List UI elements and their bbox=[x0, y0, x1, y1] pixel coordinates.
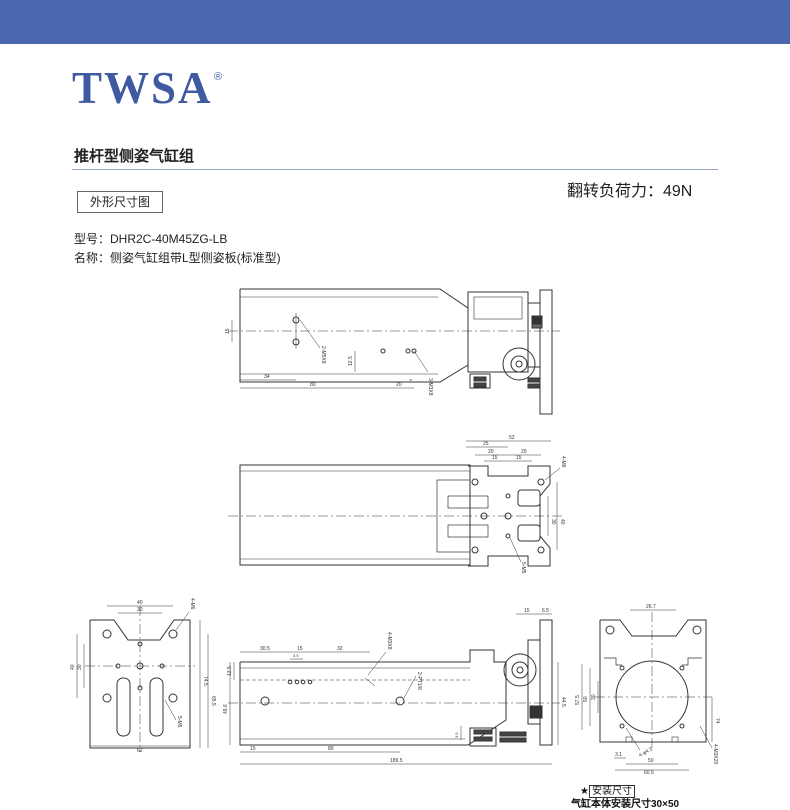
top-view: 15 2-M5X8 12.5 34 80 20 6 3-M3X8 bbox=[225, 288, 560, 415]
svg-text:40: 40 bbox=[70, 664, 76, 670]
svg-text:80: 80 bbox=[328, 746, 334, 752]
svg-text:32: 32 bbox=[337, 646, 343, 652]
svg-text:25: 25 bbox=[483, 441, 489, 447]
brand-logo: TWSA bbox=[72, 63, 213, 113]
left-view: 40 30 4-M6 30 40 74.5 65.5 62 5-M5 bbox=[70, 598, 216, 754]
svg-text:20: 20 bbox=[521, 449, 527, 455]
svg-text:30: 30 bbox=[77, 664, 83, 670]
svg-text:44.5: 44.5 bbox=[560, 697, 566, 707]
svg-text:6: 6 bbox=[408, 378, 413, 381]
svg-text:4-M6: 4-M6 bbox=[560, 456, 566, 468]
svg-text:2-M5X8: 2-M5X8 bbox=[320, 346, 326, 364]
svg-text:5-M5: 5-M5 bbox=[176, 716, 182, 728]
svg-text:30.5: 30.5 bbox=[260, 646, 270, 652]
svg-text:12.5: 12.5 bbox=[348, 356, 354, 366]
star-icon: ★ bbox=[580, 786, 589, 797]
middle-view: 52 25 20 20 15 15 4-M6 40 30 5-M5 bbox=[228, 435, 566, 574]
svg-text:50: 50 bbox=[583, 696, 589, 702]
product-name: 名称：侧姿气缸组带L型侧姿板(标准型) bbox=[74, 251, 281, 265]
outline-drawing-label: 外形尺寸图 bbox=[77, 191, 163, 213]
section-title: 推杆型侧姿气缸组 bbox=[74, 148, 195, 165]
svg-text:30: 30 bbox=[137, 607, 143, 613]
svg-text:189.5: 189.5 bbox=[390, 758, 403, 764]
svg-text:20: 20 bbox=[396, 382, 402, 388]
front-view: 15 6.5 30.5 15 32 3.5 4-M3X8 12.5 2-PT1/… bbox=[223, 608, 566, 765]
registered-mark: ® bbox=[214, 71, 223, 83]
svg-text:74: 74 bbox=[714, 718, 720, 724]
svg-text:30: 30 bbox=[591, 694, 597, 700]
install-dimension-desc: 气缸本体安装尺寸30×50 bbox=[571, 799, 680, 810]
svg-text:15: 15 bbox=[250, 746, 256, 752]
section-divider bbox=[72, 169, 718, 170]
svg-text:15: 15 bbox=[492, 455, 498, 461]
svg-text:50: 50 bbox=[648, 758, 654, 764]
svg-text:5-M5: 5-M5 bbox=[520, 562, 526, 574]
svg-text:15: 15 bbox=[297, 646, 303, 652]
svg-text:4-φ4.3: 4-φ4.3 bbox=[638, 746, 654, 759]
svg-text:6.5: 6.5 bbox=[542, 608, 549, 614]
svg-text:15: 15 bbox=[524, 608, 530, 614]
svg-text:52: 52 bbox=[509, 435, 515, 441]
flip-load-text: 翻转负荷力：49N bbox=[567, 183, 693, 200]
svg-text:15: 15 bbox=[516, 455, 522, 461]
svg-text:30: 30 bbox=[550, 519, 556, 525]
svg-text:74.5: 74.5 bbox=[202, 676, 208, 686]
svg-text:57.5: 57.5 bbox=[575, 695, 581, 705]
svg-text:62: 62 bbox=[137, 748, 143, 754]
svg-text:20: 20 bbox=[488, 449, 494, 455]
svg-text:15: 15 bbox=[225, 328, 231, 334]
svg-text:49.6: 49.6 bbox=[223, 704, 229, 714]
install-dimension-box: 安装尺寸 bbox=[588, 785, 635, 798]
svg-text:26.7: 26.7 bbox=[646, 604, 656, 610]
svg-text:60.5: 60.5 bbox=[644, 770, 654, 776]
model-number: 型号：DHR2C-40M45ZG-LB bbox=[74, 232, 228, 246]
svg-text:3-M3X8: 3-M3X8 bbox=[427, 378, 433, 396]
svg-text:3.5: 3.5 bbox=[454, 732, 459, 738]
svg-text:80: 80 bbox=[310, 382, 316, 388]
svg-text:34: 34 bbox=[264, 374, 270, 380]
svg-text:3.1: 3.1 bbox=[615, 752, 622, 758]
right-view: 26.7 30 50 57.5 74 3.1 50 60.5 4-φ4.3 4-… bbox=[575, 604, 720, 776]
svg-text:2-PT1/8: 2-PT1/8 bbox=[416, 672, 422, 690]
svg-text:65.5: 65.5 bbox=[210, 696, 216, 706]
top-banner bbox=[0, 0, 790, 44]
svg-text:3.5: 3.5 bbox=[293, 653, 299, 658]
svg-text:40: 40 bbox=[137, 600, 143, 606]
svg-text:40: 40 bbox=[559, 519, 565, 525]
install-dimension-label: ★安装尺寸 bbox=[580, 782, 635, 798]
svg-text:4-M6: 4-M6 bbox=[189, 598, 195, 610]
svg-text:4-M3X20: 4-M3X20 bbox=[712, 744, 718, 765]
svg-text:4-M3X8: 4-M3X8 bbox=[386, 632, 392, 650]
